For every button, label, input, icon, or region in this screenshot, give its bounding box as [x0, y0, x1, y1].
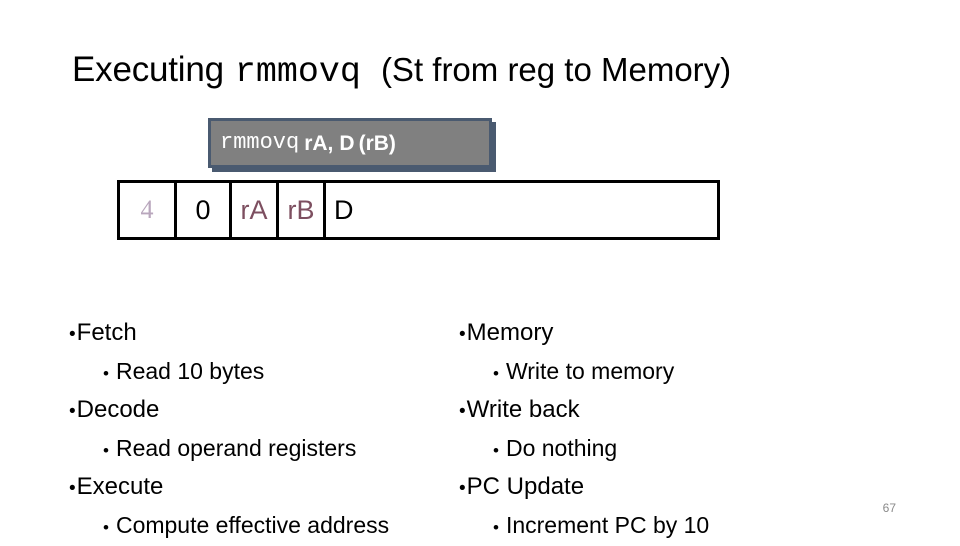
- byte-cell-rb-label: rB: [287, 194, 315, 225]
- stage-memory-detail: Write to memory: [455, 353, 875, 392]
- stage-execute-detail: Compute effective address: [65, 507, 455, 546]
- byte-cell-icode-label: 4: [140, 195, 154, 224]
- stage-list-right: Memory Write to memory Write back Do not…: [455, 315, 875, 546]
- title-suffix: (St from reg to Memory): [380, 51, 732, 88]
- byte-cell-rb: rB: [279, 183, 326, 237]
- stage-decode: Decode: [65, 392, 455, 430]
- callout-mnemonic: rmmovq: [220, 130, 300, 155]
- byte-cell-ifun: 0: [177, 183, 232, 237]
- stage-fetch-detail: Read 10 bytes: [65, 353, 455, 392]
- stage-memory: Memory: [455, 315, 875, 353]
- instruction-callout: rmmovq rA, D (rB): [208, 118, 492, 168]
- title-instruction-mnemonic: rmmovq: [234, 52, 361, 92]
- stage-pc-update-detail: Increment PC by 10: [455, 507, 875, 546]
- byte-cell-icode: 4: [120, 183, 177, 237]
- callout-source-register: rA,: [304, 131, 334, 155]
- page-title: Executing rmmovq (St from reg to Memory): [72, 52, 902, 104]
- byte-cell-displacement-label: D: [334, 194, 354, 225]
- stage-execute: Execute: [65, 469, 455, 507]
- byte-cell-ifun-label: 0: [195, 194, 211, 225]
- title-prefix: Executing: [72, 50, 224, 89]
- byte-cell-ra: rA: [232, 183, 279, 237]
- instruction-byte-layout: 4 0 rA rB D: [117, 180, 720, 240]
- callout-displacement: D: [339, 131, 355, 155]
- stage-write-back-detail: Do nothing: [455, 430, 875, 469]
- stage-pc-update: PC Update: [455, 469, 875, 507]
- stage-decode-detail: Read operand registers: [65, 430, 455, 469]
- page-number: 67: [882, 501, 896, 515]
- byte-cell-displacement: D: [326, 183, 717, 237]
- byte-cell-ra-label: rA: [240, 194, 268, 225]
- stage-list-left: Fetch Read 10 bytes Decode Read operand …: [65, 315, 455, 546]
- callout-base-register: (rB): [358, 131, 396, 155]
- stage-fetch: Fetch: [65, 315, 455, 353]
- stage-write-back: Write back: [455, 392, 875, 430]
